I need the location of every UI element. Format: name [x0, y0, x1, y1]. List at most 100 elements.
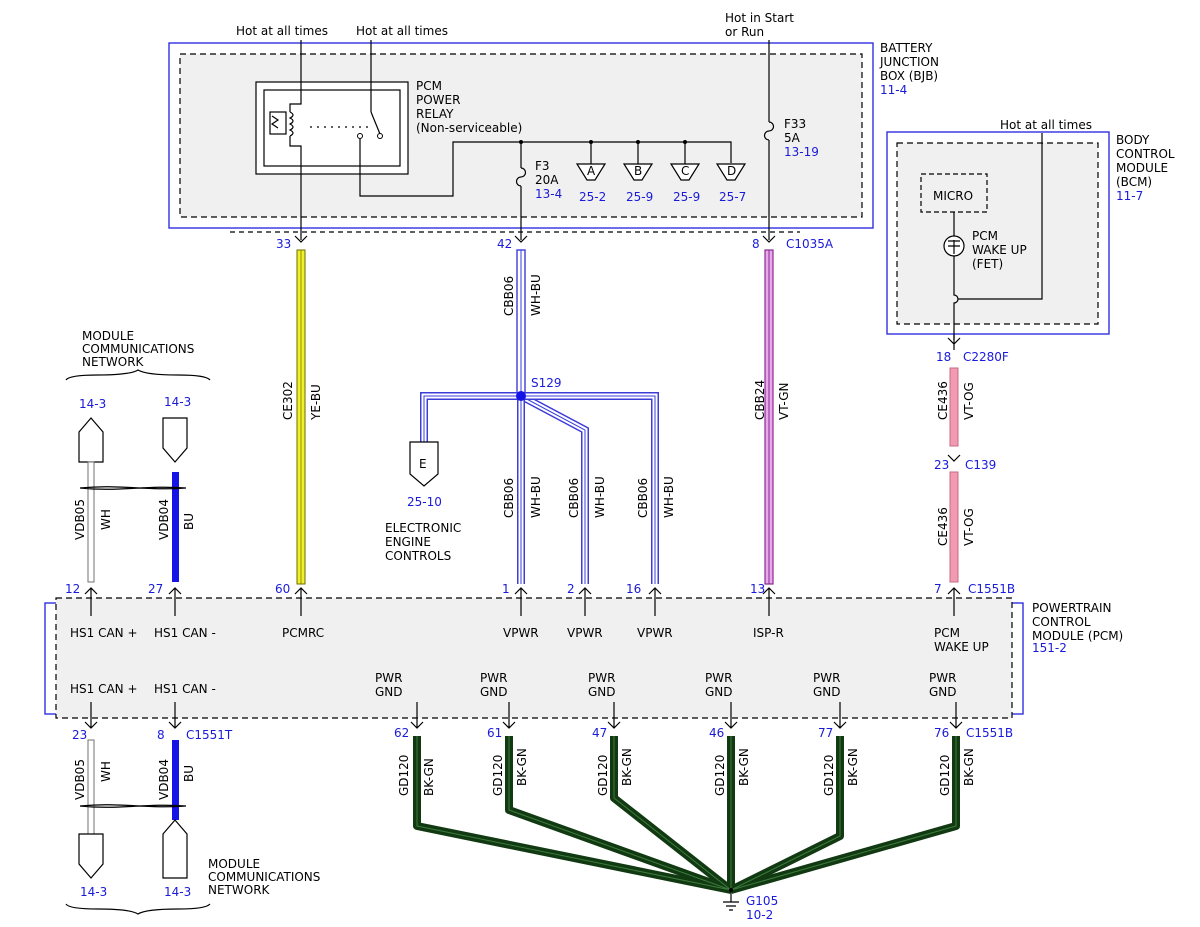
pcm-can-pin-23: 23 [72, 728, 87, 742]
wire-vdb05-bottom[interactable] [87, 739, 95, 835]
network-bottom-connector-right[interactable] [162, 819, 188, 879]
fuse-f33-rating: 5A [784, 131, 801, 145]
wire-cbb24[interactable] [764, 249, 774, 585]
pcm-power-relay-inner [263, 89, 401, 167]
pcm-pin-27: 27 [148, 582, 163, 596]
gd120-6-circuit: GD120 [938, 755, 952, 796]
ground-g105-ref[interactable]: 10-2 [746, 908, 773, 922]
gd120-4-color: BK-GN [737, 748, 751, 786]
network-bottom-connector-left[interactable] [78, 833, 104, 879]
wire-vdb04-top-circuit: VDB04 [157, 499, 171, 540]
ground-wires[interactable] [413, 736, 960, 894]
fuse-f3-ref[interactable]: 13-4 [535, 187, 562, 201]
tap-c-ref[interactable]: 25-9 [673, 190, 700, 204]
tap-b-ref[interactable]: 25-9 [626, 190, 653, 204]
wire-vdb04-top[interactable] [172, 472, 179, 582]
pcm-pin-13: 13 [750, 582, 765, 596]
tap-d-ref[interactable]: 25-7 [719, 190, 746, 204]
bcm-title-4: (BCM) [1116, 175, 1152, 189]
tap-c[interactable]: C 25-9 [669, 140, 700, 204]
bjb-pin-42: 42 [497, 237, 512, 251]
c1551b-bottom-label[interactable]: C1551B [966, 726, 1013, 740]
fuse-f3-rating: 20A [535, 173, 559, 187]
splice-branches [420, 392, 659, 584]
fet-icon [943, 133, 1043, 340]
network-top-connector-right[interactable] [162, 417, 188, 463]
gd120-3-color: BK-GN [620, 748, 634, 786]
bjb-pin-33: 33 [276, 237, 291, 251]
gd120-1-circuit: GD120 [397, 755, 411, 796]
network-top-3: NETWORK [82, 355, 145, 369]
wire-vdb04-bottom[interactable] [172, 740, 179, 820]
pcm-ref[interactable]: 151-2 [1032, 641, 1067, 655]
c1551b-top-label[interactable]: C1551B [968, 582, 1015, 596]
fuse-f3-name: F3 [535, 159, 550, 173]
bjb-pin-8: 8 [752, 237, 760, 251]
wire-ce436-bottom[interactable] [949, 471, 959, 583]
wire-ce302-color: YE-BU [309, 384, 323, 421]
wire-ce302[interactable] [296, 249, 306, 585]
pwr-gnd-6a: PWR [929, 671, 956, 685]
pcm-top-pin-arrows [84, 587, 961, 616]
wire-ce436-top-color: VT-OG [962, 382, 976, 420]
network-top-ref-right[interactable]: 14-3 [164, 395, 191, 409]
pcm-pin-1: 1 [502, 582, 510, 596]
bcm-outline [886, 131, 1110, 335]
network-top-1: MODULE [82, 329, 134, 343]
wire-cbb06-c-color: WH-BU [662, 476, 676, 518]
relay-switch-icon [357, 40, 732, 197]
wire-ce436-bottom-circuit: CE436 [936, 507, 950, 546]
wire-cbb06-c-circuit: CBB06 [636, 478, 650, 518]
fet-label-2: WAKE UP [972, 243, 1027, 257]
pcm-title-1: POWERTRAIN [1032, 601, 1112, 615]
network-bottom-3: NETWORK [208, 883, 271, 897]
network-top-connector-left[interactable] [78, 417, 104, 463]
tap-a[interactable]: A 25-2 [575, 140, 606, 204]
bjb-ref[interactable]: 11-4 [880, 83, 907, 97]
network-bottom-ref-right[interactable]: 14-3 [164, 885, 191, 899]
c1551t-label[interactable]: C1551T [186, 728, 233, 742]
ground-icon [723, 888, 739, 911]
c2280f-label[interactable]: C2280F [963, 350, 1009, 364]
fet-label-3: (FET) [972, 257, 1003, 271]
tap-d[interactable]: D 25-7 [715, 163, 746, 204]
tap-b[interactable]: B 25-9 [622, 140, 653, 204]
bjb-title-2: JUNCTION [879, 55, 939, 69]
fet-label-1: PCM [972, 229, 998, 243]
pcm-title-3: MODULE (PCM) [1032, 629, 1123, 643]
wire-cbb06-top[interactable] [516, 249, 526, 397]
wire-cbb06-b-color: WH-BU [593, 476, 607, 518]
pcm-inner-dashed [55, 597, 1013, 719]
splice-s129[interactable] [516, 391, 526, 401]
ground-g105-label[interactable]: G105 [746, 894, 778, 908]
hot-start-run-2: or Run [725, 25, 764, 39]
relay-label-3: RELAY [416, 107, 454, 121]
eec-ref[interactable]: 25-10 [407, 495, 442, 509]
fuse-f33-ref[interactable]: 13-19 [784, 145, 819, 159]
c1035a-label[interactable]: C1035A [786, 237, 834, 251]
network-top-ref-left[interactable]: 14-3 [79, 397, 106, 411]
bcm-hot-label: Hot at all times [1000, 118, 1092, 132]
wire-ce436-top[interactable] [949, 367, 959, 447]
eec-connector-e[interactable]: E [409, 441, 439, 487]
hot-at-all-times-2: Hot at all times [356, 24, 448, 38]
pcm-vpwr-1: VPWR [503, 626, 539, 640]
wire-cbb24-circuit: CBB24 [753, 380, 767, 420]
hot-at-all-times-1: Hot at all times [236, 24, 328, 38]
tap-a-ref[interactable]: 25-2 [579, 190, 606, 204]
network-bottom-ref-left[interactable]: 14-3 [80, 885, 107, 899]
hot-start-run-1: Hot in Start [725, 11, 794, 25]
wire-vdb05-top[interactable] [87, 461, 95, 583]
fuse-f3-icon [515, 167, 527, 187]
c139-label[interactable]: C139 [965, 458, 996, 472]
wire-vdb05-bottom-color: WH [99, 761, 113, 782]
pcm-pcmrc: PCMRC [282, 626, 324, 640]
relay-label-4: (Non-serviceable) [416, 121, 522, 135]
splice-s129-label[interactable]: S129 [531, 376, 562, 390]
bcm-title-2: CONTROL [1116, 147, 1175, 161]
gnd-pin-62: 62 [394, 726, 409, 740]
network-bottom-brace [65, 903, 211, 915]
wire-cbb06-top-circuit: CBB06 [502, 276, 516, 316]
bcm-ref[interactable]: 11-7 [1116, 189, 1143, 203]
